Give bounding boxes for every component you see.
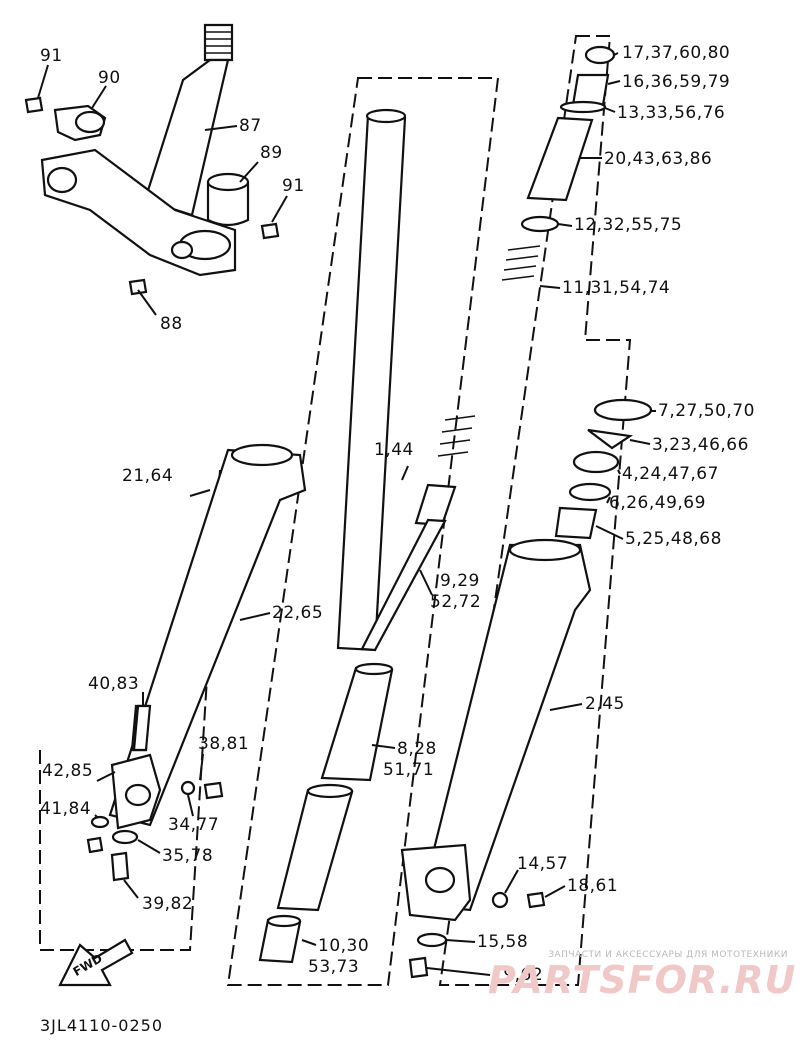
callout-10: 10,30	[318, 936, 370, 956]
callout-21: 21,64	[122, 466, 174, 486]
drawing-code: 3JL4110-0250	[40, 1016, 164, 1035]
callout-16: 16,36,59,79	[622, 72, 731, 92]
left-outer-fork-tube	[108, 443, 307, 830]
callout-91: 91	[40, 46, 63, 66]
callout-11: 11,31,54,74	[562, 278, 671, 298]
callout-41: 41,84	[40, 799, 92, 819]
callout-52: 52,72	[430, 592, 482, 612]
fwd-arrow-icon	[58, 938, 134, 987]
left-fork-group-outline	[39, 469, 221, 951]
callout-18: 18,61	[567, 876, 619, 896]
callout-6: 6,26,49,69	[609, 493, 706, 513]
callout-40: 40,83	[88, 674, 140, 694]
callout-91-b: 91	[282, 176, 305, 196]
callout-3: 3,23,46,66	[652, 435, 749, 455]
callout-8: 8,28	[397, 739, 437, 759]
callout-90: 90	[98, 68, 121, 88]
callout-34: 34,77	[168, 815, 220, 835]
callout-14: 14,57	[517, 854, 569, 874]
callout-5: 5,25,48,68	[625, 529, 722, 549]
callout-20: 20,43,63,86	[604, 149, 713, 169]
callout-1: 1,44	[374, 440, 414, 460]
callout-38: 38,81	[198, 734, 250, 754]
left-hardware	[86, 704, 224, 882]
callout-89: 89	[260, 143, 283, 163]
callout-39: 39,82	[142, 894, 194, 914]
watermark-brand: PARTSFOR.RU	[488, 958, 797, 1002]
steering-stem-assembly	[24, 23, 280, 296]
callout-4: 4,24,47,67	[622, 464, 719, 484]
callout-12: 12,32,55,75	[574, 215, 683, 235]
leader-lines	[37, 52, 656, 976]
callout-53: 53,73	[308, 957, 360, 977]
callout-15: 15,58	[477, 932, 529, 952]
callout-87: 87	[239, 116, 262, 136]
callout-19: 19,62	[492, 965, 544, 985]
inner-fork-group-outline	[226, 77, 500, 986]
callout-13: 13,33,56,76	[617, 103, 726, 123]
right-fork-group-outline	[438, 35, 632, 986]
callout-17: 17,37,60,80	[622, 43, 731, 63]
callout-7: 7,27,50,70	[658, 401, 755, 421]
callout-9: 9,29	[440, 571, 480, 591]
callout-42: 42,85	[42, 761, 94, 781]
callout-51: 51,71	[383, 760, 435, 780]
callout-22: 22,65	[272, 603, 324, 623]
callout-88: 88	[160, 314, 183, 334]
callout-2: 2,45	[585, 694, 625, 714]
watermark: ЗАПЧАСТИ И АКСЕССУАРЫ ДЛЯ МОТОТЕХНИКИ PA…	[488, 950, 797, 1002]
inner-fork-tube-assembly	[258, 108, 407, 964]
callout-35: 35,78	[162, 846, 214, 866]
watermark-tagline: ЗАПЧАСТИ И АКСЕССУАРЫ ДЛЯ МОТОТЕХНИКИ	[548, 950, 788, 960]
right-fork-assembly	[360, 45, 653, 979]
